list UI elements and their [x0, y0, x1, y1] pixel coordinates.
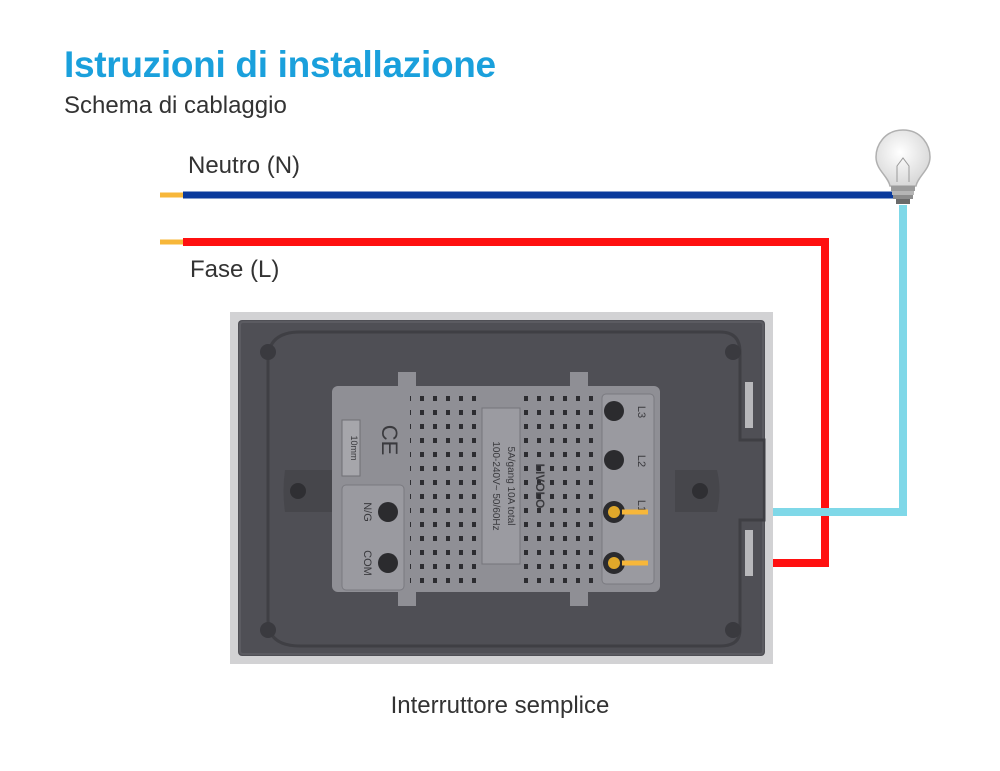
light-bulb-icon — [875, 129, 931, 204]
terminal-label-l2: L2 — [635, 455, 647, 467]
terminal-screw-l2 — [604, 450, 624, 470]
mounting-hole — [260, 344, 276, 360]
line-terminal-block — [601, 393, 655, 585]
vent-grid — [522, 392, 600, 588]
page-subtitle: Schema di cablaggio — [64, 92, 287, 119]
terminal-label-l1: L1 — [635, 500, 647, 512]
terminal-screw — [378, 502, 398, 522]
phase-wire-label: Fase (L) — [190, 256, 280, 283]
page-title: Istruzioni di installazione — [64, 44, 496, 85]
mounting-hole — [260, 622, 276, 638]
mounting-hole — [725, 344, 741, 360]
vent-grid — [410, 392, 478, 588]
mounting-hole — [725, 622, 741, 638]
terminal-label-com: COM — [361, 550, 373, 576]
rating-line-2: 5A/gang 10A total — [505, 447, 516, 526]
switch-device: N/G COM 10mm CE 100-240V~ 50/60Hz 5A/gan… — [230, 312, 773, 664]
terminal-screw-l3 — [604, 401, 624, 421]
neutral-wire-label: Neutro (N) — [188, 152, 301, 179]
brand-logo: LIVOLO — [533, 464, 547, 509]
rating-line-1: 100-240V~ 50/60Hz — [490, 441, 501, 530]
terminal-screw — [378, 553, 398, 573]
rating-plate — [481, 407, 521, 565]
strip-length-label: 10mm — [349, 435, 359, 460]
ce-mark: CE — [377, 425, 402, 456]
terminal-label-l3: L3 — [635, 406, 647, 418]
diagram-caption: Interruttore semplice — [390, 692, 610, 719]
terminal-label-ng: N/G — [361, 502, 373, 522]
